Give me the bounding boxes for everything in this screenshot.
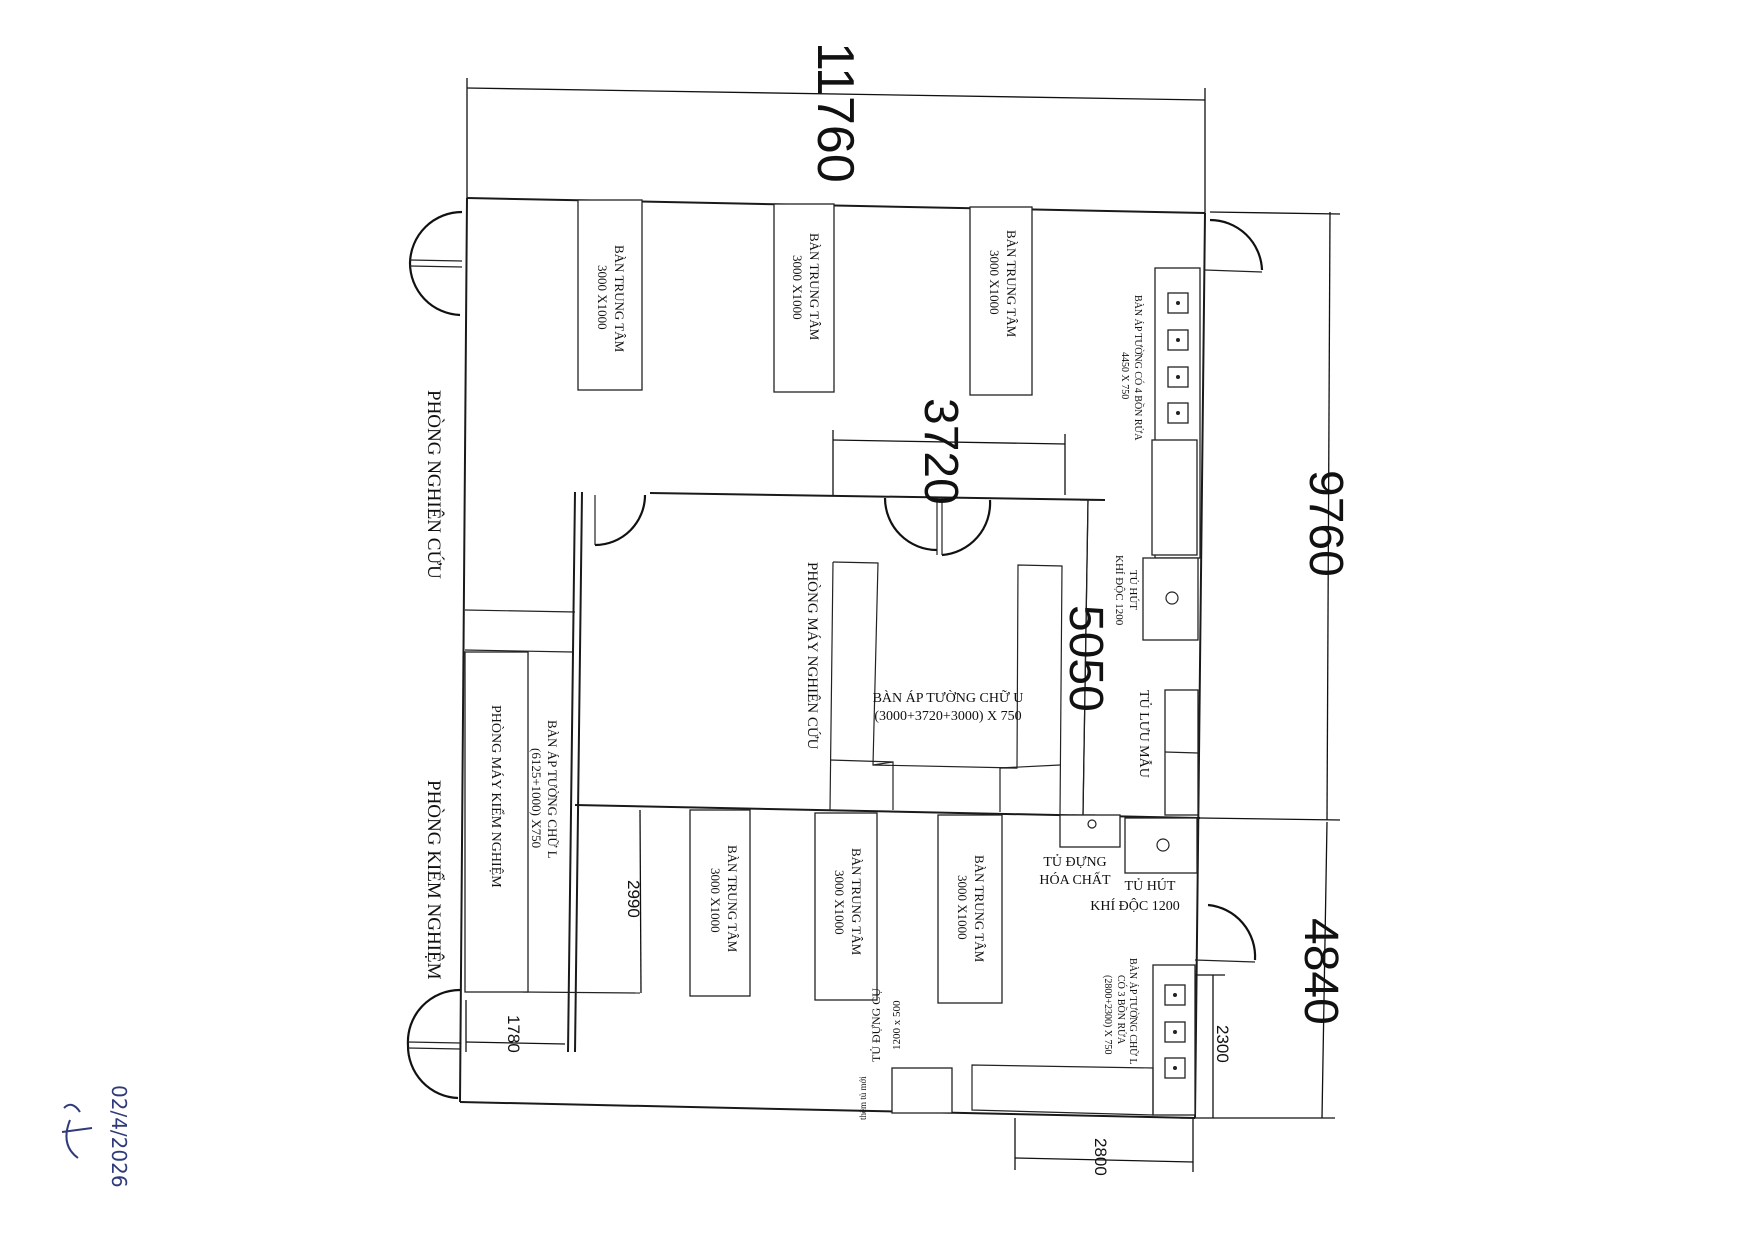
center-table <box>689 809 751 997</box>
furniture-labels: BÀN TRUNG TÂM 3000 X1000 BÀN TRUNG TÂM 3… <box>529 230 1180 1120</box>
sink-bench-3 <box>971 964 1196 1116</box>
sink3-size: (2800+2300) X 750 <box>1102 975 1113 1055</box>
dim-2800: 2800 <box>1091 1138 1110 1176</box>
signature <box>61 1103 93 1159</box>
u-table-size: (3000+3720+3000) X 750 <box>874 709 1021 724</box>
dim-total-height: 9760 <box>1299 470 1352 577</box>
room-research: PHÒNG NGHIÊN CỨU <box>423 390 445 579</box>
dim-2990: 2990 <box>624 880 643 918</box>
dim-lower-height: 4840 <box>1294 918 1347 1025</box>
fume-hood-1 <box>1142 557 1199 641</box>
center-tables-bottom <box>689 809 1003 1004</box>
door-research <box>408 210 463 264</box>
tool-cabinet-label: TỦ ĐỰNG CỤ <box>869 988 883 1062</box>
exterior-walls <box>459 197 1206 1119</box>
room-testing: PHÒNG KIỂM NGHIỆM <box>423 780 445 980</box>
center-table-size: 3000 X1000 <box>595 265 610 330</box>
center-table-label: BÀN TRUNG TÂM <box>849 848 864 956</box>
room-labels: PHÒNG NGHIÊN CỨU PHÒNG KIỂM NGHIỆM PHÒNG… <box>423 390 821 980</box>
center-table <box>814 812 878 1001</box>
sink4-size: 4450 X 750 <box>1119 352 1130 399</box>
center-table-label: BÀN TRUNG TÂM <box>807 233 822 341</box>
dim-machine-width: 3720 <box>914 398 967 505</box>
room-testing-machine: PHÒNG MÁY KIỂM NGHIỆM <box>488 705 505 888</box>
l-shaped-bench <box>464 651 529 993</box>
tool-cabinet-size: 1200 x 500 <box>891 1000 903 1050</box>
dim-total-width: 11760 <box>806 42 864 183</box>
center-table-label: BÀN TRUNG TÂM <box>612 245 627 353</box>
center-table <box>773 203 835 393</box>
dim-1780: 1780 <box>504 1015 523 1053</box>
u-table-label: BÀN ÁP TƯỜNG CHỮ U <box>873 689 1024 706</box>
dim-2300: 2300 <box>1213 1025 1232 1063</box>
u-shaped-bench <box>829 561 1063 816</box>
sink3-label-2: CÓ 3 BỒN RỬA <box>1115 975 1128 1045</box>
date-annotation: 02/4/2026 <box>107 1085 131 1188</box>
chem-cabinet-label: TỦ ĐỰNG <box>1043 853 1106 870</box>
center-table-size: 3000 X1000 <box>708 868 723 933</box>
center-table-size: 3000 X1000 <box>832 870 847 935</box>
hood1-size: KHÍ ĐỘC 1200 <box>1113 555 1125 626</box>
chemical-cabinet <box>1059 814 1121 848</box>
sink4-label: BÀN ÁP TƯỜNG CÓ 4 BỒN RỬA <box>1132 295 1145 441</box>
l-table-size: (6125+1000) X750 <box>529 748 544 848</box>
handwritten-annotation: 02/4/2026 <box>61 1085 131 1188</box>
center-table <box>937 814 1003 1004</box>
fume-hood-2 <box>1124 817 1198 874</box>
room-research-machine: PHÒNG MÁY NGHIÊN CỨU <box>804 562 821 749</box>
hood2-label: TỦ HÚT <box>1125 877 1176 894</box>
tool-cabinet-note: thêm tủ mới <box>858 1076 868 1120</box>
chem-cabinet-label-2: HÓA CHẤT <box>1039 871 1111 888</box>
dim-machine-height: 5050 <box>1059 605 1112 712</box>
hood2-size: KHÍ ĐỘC 1200 <box>1090 897 1179 914</box>
center-table-size: 3000 X1000 <box>987 250 1002 315</box>
dimension-labels: 11760 9760 4840 3720 5050 2990 1780 2300… <box>504 42 1352 1176</box>
hood1-label: TỦ HÚT <box>1127 570 1139 610</box>
interior-walls <box>464 491 1201 1053</box>
center-table-label: BÀN TRUNG TÂM <box>1004 230 1019 338</box>
sample-cabinet <box>1164 689 1199 816</box>
l-table-label: BÀN ÁP TƯỜNG CHỮ L <box>545 720 560 859</box>
center-table <box>969 206 1033 396</box>
center-table-size: 3000 X1000 <box>790 255 805 320</box>
sample-cabinet-label: TỦ LƯU MẪU <box>1136 690 1154 778</box>
center-table-size: 3000 X1000 <box>955 875 970 940</box>
center-table-label: BÀN TRUNG TÂM <box>972 855 987 963</box>
sink-bench-4 <box>1151 267 1201 559</box>
center-table <box>577 199 643 391</box>
center-tables-top <box>577 199 1033 396</box>
tool-cabinet <box>891 1067 953 1114</box>
center-table-label: BÀN TRUNG TÂM <box>725 845 740 953</box>
sink3-label: BÀN ÁP TƯỜNG CHỮ L <box>1127 958 1139 1065</box>
door-testing <box>406 988 461 1046</box>
